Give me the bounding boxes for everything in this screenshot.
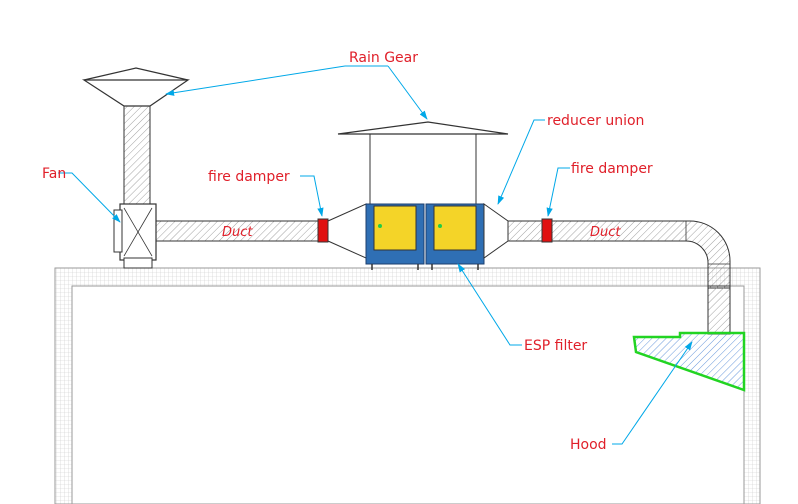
reducer-union-label: reducer union xyxy=(547,113,644,129)
duct-right: Duct xyxy=(551,220,731,335)
fire-damper-right xyxy=(541,218,553,243)
esp-panel-right xyxy=(433,205,477,251)
rain-gear-label: Rain Gear xyxy=(349,50,418,66)
stack-pipe xyxy=(123,105,151,207)
rain-cap xyxy=(81,79,190,107)
esp-unit xyxy=(337,121,509,270)
duct-left: Duct xyxy=(155,220,319,242)
duct-left-label: Duct xyxy=(222,225,253,240)
building-wall xyxy=(54,267,761,504)
fire-damper-left xyxy=(317,218,329,243)
leaders xyxy=(58,65,693,445)
fire-damper-left-label: fire damper xyxy=(208,169,290,185)
duct-right-label: Duct xyxy=(590,225,621,240)
esp-filter-label: ESP filter xyxy=(524,338,587,354)
hood-riser xyxy=(707,285,731,335)
hood-label: Hood xyxy=(570,437,607,453)
exhaust-stack xyxy=(81,67,190,207)
building xyxy=(54,267,761,504)
fan-label: Fan xyxy=(42,166,66,182)
esp-indicator-left xyxy=(378,224,382,228)
reducer-left xyxy=(327,203,367,259)
fan-base xyxy=(123,257,153,269)
fire-damper-right-label: fire damper xyxy=(571,161,653,177)
fan-inlet xyxy=(113,209,123,253)
fan xyxy=(113,203,157,269)
esp-panel-left xyxy=(373,205,417,251)
esp-indicator-right xyxy=(438,224,442,228)
hood xyxy=(632,331,746,392)
rain-cap-top xyxy=(83,67,189,81)
reducer-right xyxy=(483,203,509,259)
esp-canopy xyxy=(337,121,509,135)
